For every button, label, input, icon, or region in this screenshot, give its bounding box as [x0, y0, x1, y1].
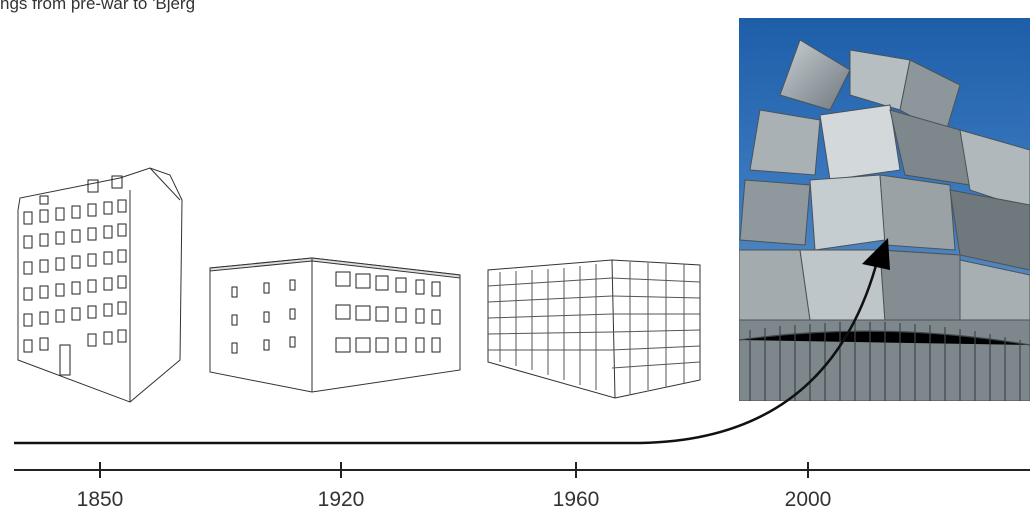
windows-1850	[23, 175, 127, 376]
building-1920	[209, 257, 461, 393]
tick-label-1960: 1960	[552, 488, 600, 511]
tick-label-1850: 1850	[76, 488, 124, 511]
tick-label-2000: 2000	[784, 488, 832, 511]
growth-arrow-line	[14, 257, 880, 445]
windows-1920	[231, 271, 441, 354]
arrow-head-icon	[862, 238, 890, 270]
photo-2000	[739, 18, 1030, 401]
tick-label-1920: 1920	[317, 488, 365, 511]
caption-text: ngs from pre-war to 'Bjerg	[0, 0, 196, 13]
grid-1960	[487, 262, 701, 394]
building-1850	[17, 167, 183, 403]
building-1960	[487, 259, 701, 399]
timeline-ticks	[99, 462, 809, 478]
